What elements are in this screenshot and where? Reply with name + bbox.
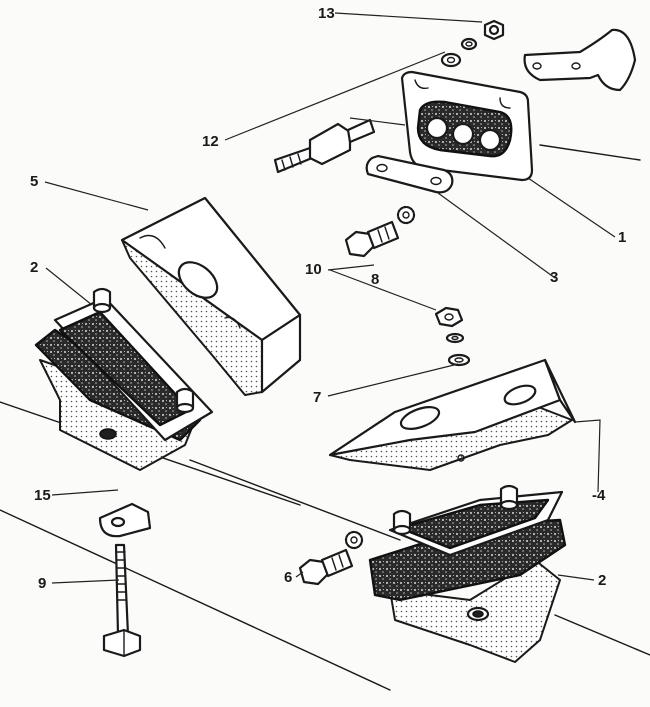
support-bracket-5 <box>120 196 302 396</box>
leader-lines <box>44 12 616 584</box>
bolt-6 <box>298 530 364 586</box>
callout-1: 1 <box>618 229 626 246</box>
callout-4: -4 <box>592 487 606 504</box>
stud-bolt-12 <box>273 118 376 174</box>
callout-2-left: 2 <box>30 259 38 276</box>
rubber-mount-2-left <box>34 287 214 471</box>
mounting-plate-1 <box>400 70 534 182</box>
callout-10: 10 <box>305 261 322 278</box>
bolt-8 <box>344 205 416 258</box>
stud-left-bottom <box>175 387 195 414</box>
callout-labels: 13 12 1 3 5 2 10 8 7 -4 15 9 6 2 <box>30 5 626 592</box>
stud-right-back <box>499 484 519 511</box>
stud-right-front <box>392 509 412 536</box>
callout-12: 12 <box>202 133 219 150</box>
nut-10 <box>434 306 471 367</box>
support-bracket-7 <box>328 358 577 471</box>
long-bolt-9 <box>102 543 142 658</box>
callout-3: 3 <box>550 269 558 286</box>
exhaust-bracket-arm <box>523 28 637 92</box>
callout-6: 6 <box>284 569 292 586</box>
stud-left-top <box>92 287 112 314</box>
tab-washer-15 <box>98 502 152 538</box>
nut-13 <box>483 19 505 41</box>
link-plate-3 <box>365 154 454 194</box>
callout-5: 5 <box>30 173 38 190</box>
callout-9: 9 <box>38 575 46 592</box>
callout-15: 15 <box>34 487 51 504</box>
callout-13: 13 <box>318 5 335 22</box>
rubber-mount-2-right <box>368 484 567 663</box>
washer-pair <box>440 37 478 68</box>
callout-8: 8 <box>371 271 379 288</box>
callout-2-right: 2 <box>598 572 606 589</box>
callout-7: 7 <box>313 389 321 406</box>
